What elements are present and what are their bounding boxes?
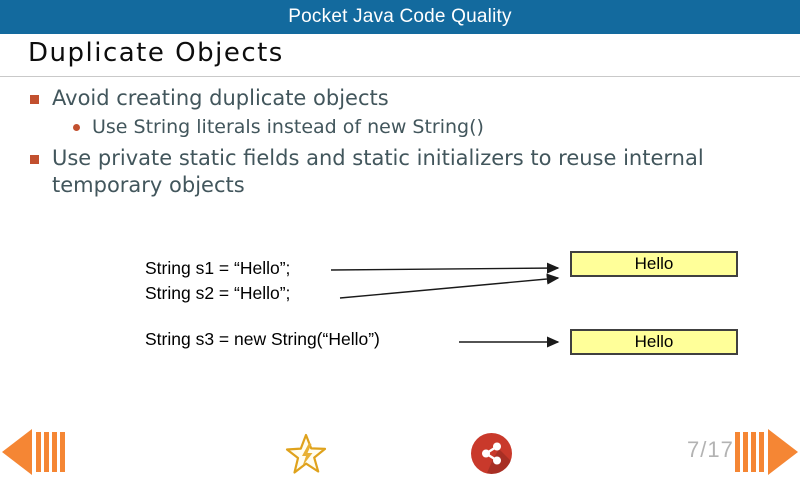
square-bullet-icon bbox=[30, 95, 39, 104]
slide-title: Duplicate Objects bbox=[28, 38, 284, 68]
code-line-s1: String s1 = “Hello”; bbox=[145, 258, 291, 278]
arrow-s1-to-pool bbox=[330, 262, 560, 274]
code-line-s2: String s2 = “Hello”; bbox=[145, 283, 291, 303]
previous-slide-button[interactable] bbox=[2, 429, 66, 475]
share-icon bbox=[482, 442, 512, 474]
bullet-item: Avoid creating duplicate objects bbox=[0, 85, 770, 112]
sub-bullet-text: Use String literals instead of new Strin… bbox=[92, 116, 484, 138]
dot-bullet-icon bbox=[73, 124, 80, 131]
title-divider bbox=[0, 76, 800, 77]
app-title-bar: Pocket Java Code Quality bbox=[0, 0, 800, 34]
bullet-item: Use private static fields and static ini… bbox=[0, 145, 770, 199]
string-pool-box: Hello bbox=[570, 251, 738, 277]
star-icon bbox=[285, 433, 327, 474]
previous-arrow-icon bbox=[2, 429, 65, 475]
bullet-list: Avoid creating duplicate objects Use Str… bbox=[0, 85, 770, 202]
sub-bullet-item: Use String literals instead of new Strin… bbox=[0, 115, 770, 140]
share-button[interactable] bbox=[471, 433, 512, 474]
page-indicator: 7/17 bbox=[687, 437, 734, 462]
bullet-text: Avoid creating duplicate objects bbox=[52, 86, 389, 110]
bullet-text: Use private static fields and static ini… bbox=[52, 146, 704, 197]
next-arrow-icon bbox=[735, 429, 798, 475]
next-slide-button[interactable] bbox=[734, 429, 798, 475]
arrow-s2-to-pool bbox=[339, 273, 560, 299]
square-bullet-icon bbox=[30, 155, 39, 164]
rate-button[interactable] bbox=[285, 433, 327, 475]
app-title: Pocket Java Code Quality bbox=[288, 6, 512, 27]
code-line-s3: String s3 = new String(“Hello”) bbox=[145, 329, 380, 349]
bottom-toolbar: 7/17 bbox=[0, 422, 800, 480]
heap-object-box: Hello bbox=[570, 329, 738, 355]
